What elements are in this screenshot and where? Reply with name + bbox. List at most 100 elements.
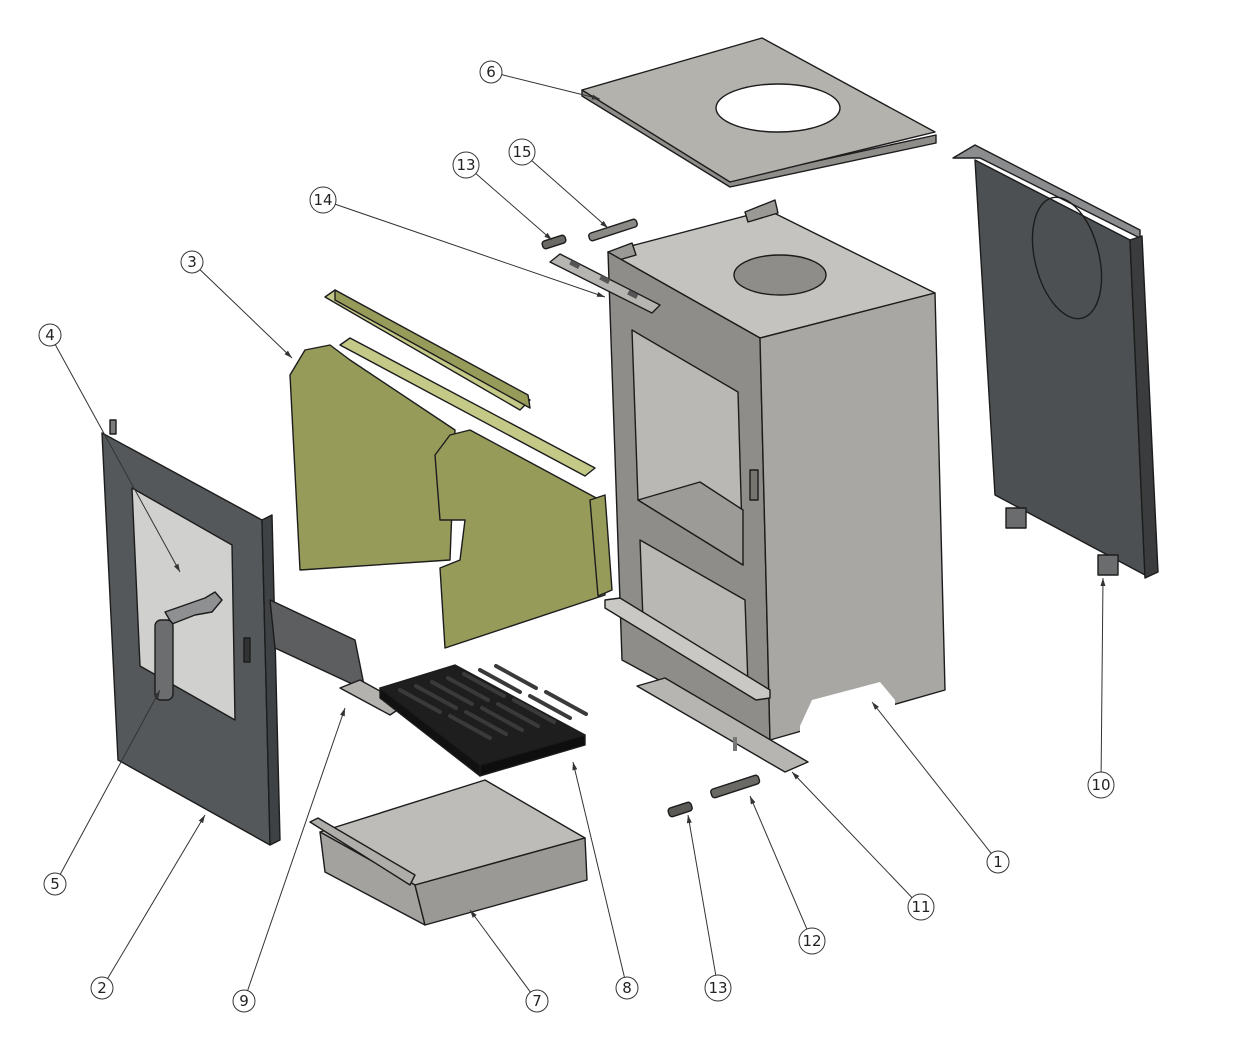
grate-bar [478, 668, 522, 694]
grate-front [379, 687, 481, 777]
callout-15: 15 [508, 138, 609, 229]
leader-arrowhead [284, 350, 292, 358]
upper-hinge-slot-1 [569, 259, 581, 269]
callout-9: 9 [232, 707, 346, 1013]
fret-front-plate [269, 599, 366, 691]
leader-arrowhead [750, 796, 756, 805]
upper-bush-body [541, 234, 567, 250]
ashpan-side [414, 837, 588, 926]
callout-label: 15 [512, 143, 531, 161]
callout-label: 14 [313, 191, 332, 209]
body-top-tab-back [744, 199, 779, 223]
grate-bar [414, 684, 458, 710]
leader-line [687, 814, 717, 976]
rear-shield-flange-top [952, 144, 1141, 239]
part-stove-body [604, 199, 946, 741]
grate-bar [448, 714, 492, 740]
callout-bubble [180, 250, 204, 274]
body-side-face [759, 292, 946, 741]
leader-arrowhead [340, 708, 345, 717]
callout-6: 6 [479, 60, 601, 100]
callout-bubble [90, 976, 114, 1000]
grate-bar [544, 690, 588, 716]
grate-bar [398, 688, 442, 714]
callout-label: 1 [993, 853, 1003, 871]
callout-2: 2 [90, 814, 206, 1000]
part-upper-hinge-bracket [549, 253, 661, 314]
callout-bubble [525, 989, 549, 1013]
grate-bar [512, 698, 556, 724]
callout-label: 13 [708, 979, 727, 997]
callout-label: 12 [802, 932, 821, 950]
leader-line [335, 203, 606, 298]
callout-bubble [704, 974, 732, 1002]
grate-bar [446, 676, 490, 702]
body-top-flue-opening [733, 254, 827, 296]
leader-line [54, 344, 181, 573]
grate-bar [528, 694, 572, 720]
leader-line [749, 795, 808, 930]
leader-arrowhead [591, 94, 600, 100]
body-latch-keep [749, 469, 759, 501]
part-rear-heat-shield [952, 144, 1159, 579]
rear-shield-tab-left [1005, 507, 1027, 529]
rear-shield-tab-right [1097, 554, 1119, 576]
body-hearth-lip [604, 597, 771, 701]
firebrick-baffle-upper-face [334, 289, 531, 409]
part-hinge-bush-lower [667, 801, 693, 818]
part-lower-hinge-bracket [636, 677, 809, 773]
leader-arrowhead [544, 232, 552, 240]
rear-shield-flue-outline [1031, 196, 1103, 320]
firebrick-baffle-lower [339, 337, 596, 477]
callout-bubble [479, 60, 503, 84]
callout-5: 5 [43, 689, 161, 896]
part-top-plate [581, 37, 937, 188]
leader-arrowhead [470, 910, 477, 918]
grate-bar [462, 672, 506, 698]
callout-label: 3 [187, 253, 197, 271]
part-grate [379, 664, 588, 777]
callout-label: 11 [911, 898, 930, 916]
upper-hinge-pin-body [588, 218, 638, 242]
callout-label: 10 [1091, 776, 1110, 794]
callout-bubble [798, 927, 826, 955]
callout-10: 10 [1087, 577, 1115, 799]
leader-arrowhead [198, 815, 205, 824]
lower-hinge-pin-body [710, 774, 761, 799]
callout-8: 8 [572, 761, 639, 1000]
rear-shield-side [1129, 235, 1159, 579]
callout-bubble [309, 186, 337, 214]
leader-arrowhead [600, 220, 608, 228]
callout-bubble [907, 893, 935, 921]
firebrick-rear-side [589, 494, 613, 597]
leader-line [501, 74, 601, 100]
leader-arrowhead [872, 702, 879, 710]
leader-line [791, 771, 913, 898]
grate-bar [464, 710, 508, 736]
leader-line [1100, 577, 1104, 773]
grate-bar [480, 706, 524, 732]
part-firebricks [289, 289, 613, 649]
callout-13: 13 [452, 151, 553, 241]
leader-line [247, 707, 346, 991]
callout-1: 1 [871, 701, 1010, 874]
ashpan-lip [309, 817, 416, 886]
callout-label: 2 [97, 979, 107, 997]
grate-bars [398, 664, 588, 740]
leader-arrowhead [173, 563, 180, 572]
part-door-handle [154, 591, 223, 701]
door-latch-slot [243, 637, 251, 663]
callout-bubble [452, 151, 480, 179]
callout-7: 7 [469, 909, 549, 1013]
leader-arrowhead [572, 762, 578, 771]
leader-arrowhead [1100, 578, 1106, 587]
part-ashpan [309, 779, 588, 926]
firebrick-right-panel [434, 429, 606, 649]
firebrick-left-panel [289, 344, 456, 571]
leader-line [59, 689, 161, 875]
callout-bubble [986, 850, 1010, 874]
callout-3: 3 [180, 250, 293, 359]
leader-line [572, 761, 625, 978]
callout-label: 7 [532, 992, 542, 1010]
